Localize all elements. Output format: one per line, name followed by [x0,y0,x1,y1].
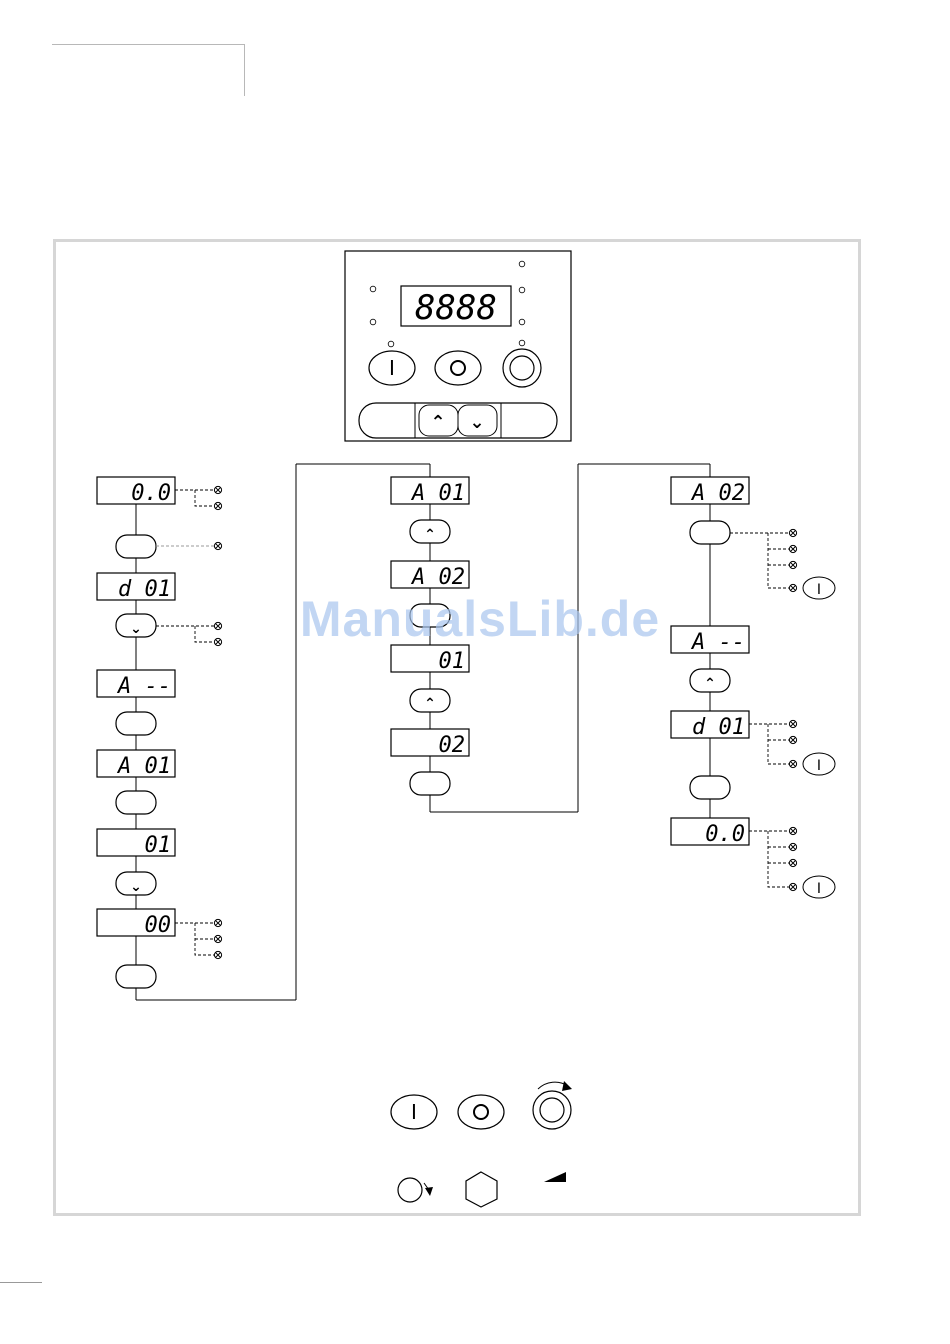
lamp-icon [214,935,221,942]
legend-stop-button [458,1095,504,1129]
up-arrow-icon: ⌃ [704,676,716,692]
rotation-arrow-icon [562,1081,572,1091]
display-value: 00 [145,913,172,938]
key-press [116,791,156,814]
display-value: d 01 [692,715,745,740]
panel-display-value: 8888 [415,288,497,328]
run-indicator: I [803,876,835,898]
display-value: 01 [439,649,466,674]
display-value: A 01 [410,481,465,506]
panel-led [370,319,376,325]
start-symbol: I [411,1100,417,1124]
panel-keypad: ⌃ ⌄ [359,403,557,438]
lamp-icon [789,736,796,743]
down-arrow-icon: ⌄ [469,412,484,433]
lamp-icon [789,545,796,552]
ramp-icon [544,1172,566,1182]
lamp-icon [214,502,221,509]
display-value: A 01 [116,754,171,779]
control-panel: 8888 I ⌃ ⌄ [345,251,571,441]
lamp-icon [789,843,796,850]
panel-stop-button[interactable] [435,351,481,385]
start-symbol: I [817,881,821,897]
lamp-icon [789,827,796,834]
lamp-icon [789,859,796,866]
lamp-icon [789,584,796,591]
display-value: 0.0 [131,481,171,506]
display-value: 0.0 [705,822,745,847]
key-press [690,521,730,544]
panel-led [519,340,525,346]
display-value: 01 [145,833,172,858]
up-arrow-icon: ⌃ [430,412,445,433]
flow-column-1: 0.0 d 01 ⌄ A -- A 01 01 ⌄ 00 [97,464,430,1000]
lamp-icon [789,720,796,727]
lamp-icon [214,486,221,493]
lamp-icon [214,951,221,958]
key-press [116,712,156,735]
lamp-icon [214,542,221,549]
key-press [410,772,450,795]
panel-led [388,341,394,347]
panel-led [519,319,525,325]
up-arrow-icon: ⌃ [424,696,436,712]
indicator-lines [156,490,215,955]
down-arrow-icon: ⌄ [130,621,142,637]
lamp-icon [789,760,796,767]
run-indicator: I [803,753,835,775]
key-press [116,965,156,988]
display-value: A -- [116,674,171,699]
panel-led [519,287,525,293]
legend-start-button: I [391,1095,437,1129]
key-press [116,535,156,558]
flow-column-3: A 02 A -- ⌃ d 01 0.0 I [671,477,835,898]
lamp-icon [789,883,796,890]
hexagon-icon [466,1172,497,1207]
display-value: d 01 [118,577,171,602]
run-indicator: I [803,577,835,599]
lamp-icon [214,919,221,926]
lamp-icon [789,529,796,536]
lamp-icon [789,561,796,568]
display-value: 02 [439,733,466,758]
up-arrow-icon: ⌃ [424,527,436,543]
down-arrow-icon: ⌄ [130,879,142,895]
legend: I [391,1081,572,1207]
watermark: ManualsLib.de [290,590,670,648]
lamp-icon [214,638,221,645]
start-symbol: I [817,758,821,774]
legend-rotation-button [533,1081,572,1129]
start-symbol: I [817,582,821,598]
panel-start-button[interactable]: I [369,351,415,385]
panel-rotation-button[interactable] [503,349,541,387]
rotation-icon [398,1178,433,1202]
start-symbol: I [389,356,395,380]
panel-led [519,261,525,267]
display-value: A -- [690,630,745,655]
display-value: A 02 [690,481,745,506]
display-value: A 02 [410,565,465,590]
panel-led [370,286,376,292]
lamp-icon [214,622,221,629]
key-press [690,776,730,799]
